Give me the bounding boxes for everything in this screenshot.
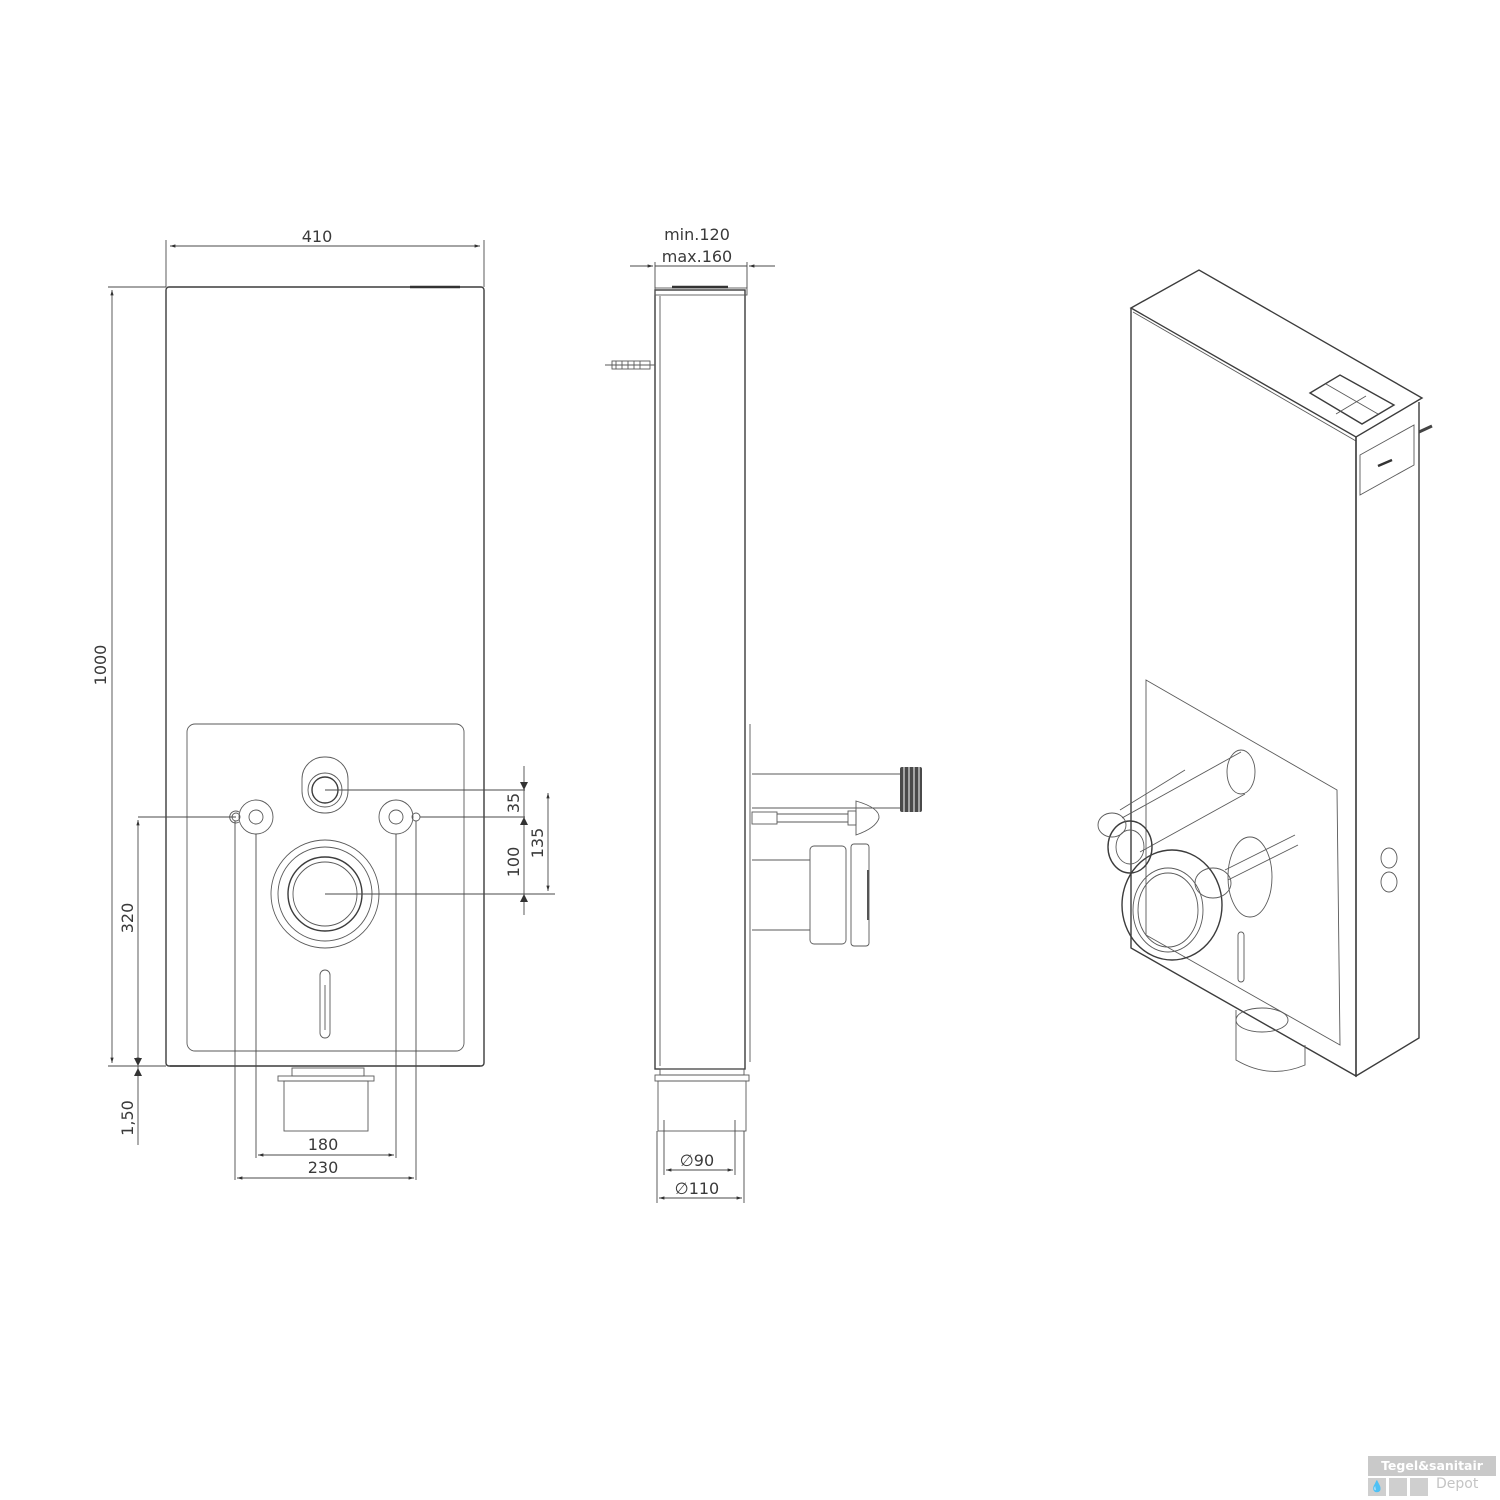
dim-230: 230 (308, 1158, 339, 1177)
bolt-right (378, 799, 421, 835)
dim-180: 180 (308, 1135, 339, 1154)
water-supply-connector (301, 756, 349, 814)
wall-anchor (605, 360, 655, 370)
brand-watermark: Tegel&sanitair 💧 Depot (1368, 1456, 1496, 1496)
logo-square-icon (1389, 1478, 1407, 1496)
dim-max-160: max.160 (662, 247, 732, 266)
dim-diameter-90: ∅90 (680, 1151, 714, 1170)
watermark-logo-boxes: 💧 (1368, 1478, 1428, 1496)
supply-pipe-threads (900, 767, 922, 812)
watermark-depot: Depot (1436, 1476, 1479, 1492)
bolt-left (229, 799, 274, 835)
dim-min-120: min.120 (664, 225, 730, 244)
dim-width-410: 410 (302, 227, 333, 246)
flush-button (1308, 374, 1396, 425)
watermark-brand-name: Tegel&sanitair (1368, 1456, 1496, 1476)
iso-fittings (1097, 749, 1306, 1072)
side-view: min.120 max.160 ∅90 ∅110 (605, 225, 922, 1203)
dim-35: 35 (504, 793, 523, 813)
water-drop-icon: 💧 (1368, 1478, 1386, 1496)
logo-square-icon (1410, 1478, 1428, 1496)
dim-diameter-110: ∅110 (675, 1179, 719, 1198)
dim-height-1000: 1000 (91, 645, 110, 686)
dim-100: 100 (504, 847, 523, 878)
front-view: 410 1000 320 1,50 180 230 35 100 135 (91, 227, 555, 1180)
dim-135: 135 (528, 828, 547, 859)
bottom-drain-pipe (277, 1067, 375, 1132)
isometric-view (1097, 269, 1433, 1078)
dim-320: 320 (118, 903, 137, 934)
dim-1-50: 1,50 (118, 1100, 137, 1136)
